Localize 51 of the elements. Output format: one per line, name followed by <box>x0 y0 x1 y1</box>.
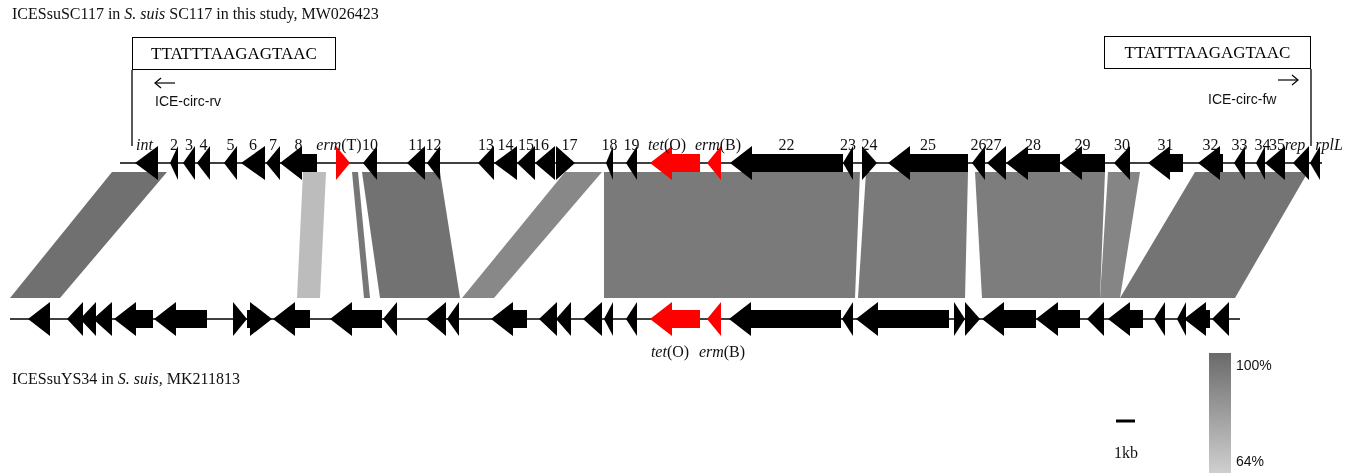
gene-name: 30 <box>1114 136 1130 154</box>
species-title: ICESsuYS34 in S. suis, MK211813 <box>12 370 240 388</box>
gene-name: 23 <box>840 136 856 154</box>
gene-name: 12 <box>425 136 442 154</box>
gene-name: 22 <box>778 136 795 154</box>
legend-label: 100% <box>1236 356 1272 374</box>
gene-name: 10 <box>362 136 378 154</box>
gene-name: 4 <box>199 136 208 154</box>
gene-name: 28 <box>1025 136 1041 154</box>
gene-name: 18 <box>601 136 618 154</box>
leader-line <box>1310 68 1312 147</box>
gene-name: int <box>136 136 153 154</box>
gene-name: 2 <box>170 136 178 154</box>
primer-name: ICE-circ-fw <box>1208 90 1277 108</box>
gene-name: 24 <box>861 136 878 154</box>
gene-name: 11 <box>408 136 424 154</box>
gene-name: 14 <box>497 136 514 154</box>
gene-name: erm(B) <box>694 136 742 154</box>
gene-name: 27 <box>985 136 1002 154</box>
gene-name: 7 <box>269 136 277 154</box>
gene-name: 3 <box>185 136 193 154</box>
gene-name: 32 <box>1202 136 1219 154</box>
repeat-sequence: TTATTTAAGAGTAAC <box>151 43 317 64</box>
gene-name: 35 <box>1269 136 1285 154</box>
gene-name: rplL <box>1315 136 1343 154</box>
gene-name: 13 <box>478 136 494 154</box>
gene-name: 25 <box>920 136 936 154</box>
gene-name: 31 <box>1157 136 1174 154</box>
primer-name: ICE-circ-rv <box>155 92 222 110</box>
gene-name: erm(T) <box>316 136 362 154</box>
leader-line <box>131 69 133 147</box>
gene-name: 19 <box>623 136 640 154</box>
gene-name: rep <box>1284 136 1306 154</box>
gene-name: tet(O) <box>650 343 690 361</box>
gene-name: 33 <box>1231 136 1248 154</box>
legend-label: 64% <box>1236 452 1265 470</box>
gene-name: tet(O) <box>647 136 687 154</box>
gene-name: 34 <box>1254 136 1271 154</box>
scale-bar-label: 1kb <box>1114 444 1138 462</box>
gene-name: 5 <box>226 136 235 154</box>
sequence-box <box>132 37 336 70</box>
gene-name: 15 <box>518 136 534 154</box>
repeat-sequence: TTATTTAAGAGTAAC <box>1124 42 1291 63</box>
sequence-box <box>1104 36 1311 69</box>
gene-name: erm(B) <box>698 343 746 361</box>
gene-name: 6 <box>249 136 257 154</box>
gene-name: 16 <box>533 136 549 154</box>
gene-name: 17 <box>561 136 578 154</box>
gene-name: 8 <box>294 136 303 154</box>
gene-name: 29 <box>1074 136 1091 154</box>
gene-name: 26 <box>970 136 987 154</box>
